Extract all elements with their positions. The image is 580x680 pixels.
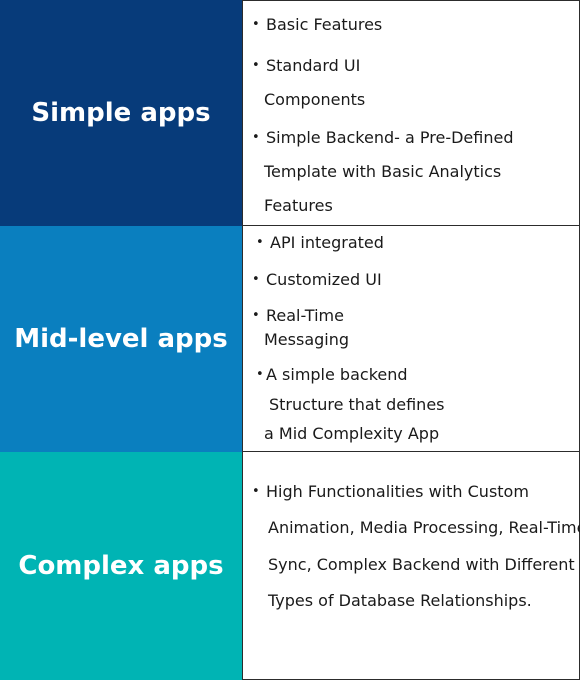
row-label: Mid-level apps <box>14 324 228 354</box>
label-complex-apps: Complex apps <box>0 452 242 680</box>
bullet: • <box>252 484 260 499</box>
list-item-line: Real-Time <box>266 306 344 325</box>
list-item-line: a Mid Complexity App <box>264 424 440 443</box>
bullet: • <box>252 308 260 323</box>
list-item-line: Customized UI <box>266 270 382 289</box>
list-item-line: High Functionalities with Custom <box>266 482 529 501</box>
list-item-line: API integrated <box>270 233 384 252</box>
list-item-line: Structure that defines <box>269 395 445 414</box>
list-item-line: Basic Features <box>266 15 383 34</box>
row-simple-apps: Simple apps • Basic Features • Standard … <box>0 0 580 226</box>
content-complex-apps: • High Functionalities with Custom Anima… <box>242 452 580 680</box>
bullet: • <box>252 58 260 73</box>
row-complex-apps: Complex apps • High Functionalities with… <box>0 452 580 680</box>
content-mid-level-apps: • API integrated • Customized UI • Real-… <box>242 226 580 452</box>
list-item-line: Messaging <box>264 330 350 349</box>
bullet: • <box>252 272 260 287</box>
bullet: • <box>256 367 264 382</box>
bullet: • <box>252 130 260 145</box>
list-item-line: A simple backend <box>266 365 408 384</box>
content-simple-apps: • Basic Features • Standard UI Component… <box>242 0 580 226</box>
list-item-line: Template with Basic Analytics <box>264 162 502 181</box>
bullet: • <box>252 17 260 32</box>
bullet: • <box>256 235 264 250</box>
row-label: Complex apps <box>18 551 224 581</box>
list-item-line: Animation, Media Processing, Real-Time <box>268 518 580 537</box>
list-item-line: Types of Database Relationships. <box>268 591 532 610</box>
list-item-line: Sync, Complex Backend with Different <box>268 555 575 574</box>
list-item-line: Simple Backend- a Pre-Defined <box>266 128 514 147</box>
row-label: Simple apps <box>31 98 211 128</box>
row-mid-level-apps: Mid-level apps • API integrated • Custom… <box>0 226 580 452</box>
list-item-line: Components <box>264 90 366 109</box>
list-item-line: Features <box>264 196 333 215</box>
label-mid-level-apps: Mid-level apps <box>0 226 242 452</box>
label-simple-apps: Simple apps <box>0 0 242 226</box>
list-item-line: Standard UI <box>266 56 361 75</box>
